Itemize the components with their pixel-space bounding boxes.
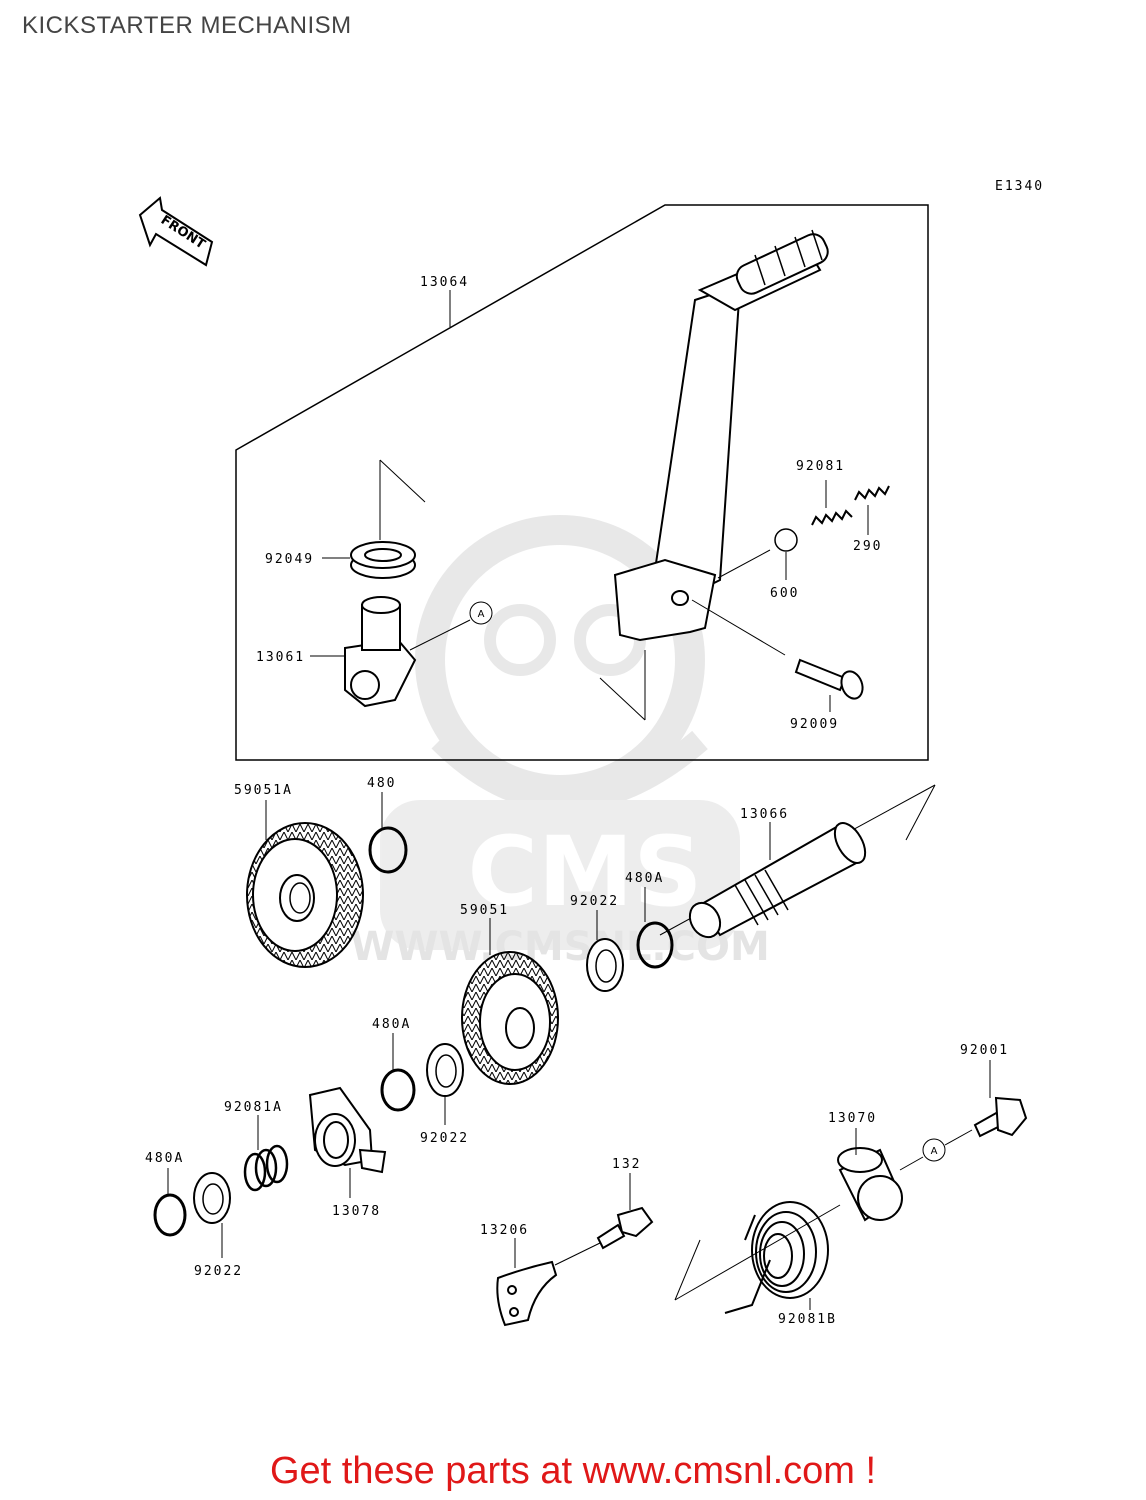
part-label-92081A[interactable]: 92081A — [224, 1100, 283, 1115]
part-label-92001[interactable]: 92001 — [960, 1043, 1009, 1058]
callout-a-bottom: A — [931, 1146, 938, 1157]
front-arrow-icon: FRONT — [138, 196, 214, 267]
part-label-13061[interactable]: 13061 — [256, 650, 305, 665]
gear-59051a — [246, 822, 364, 968]
washer-92049 — [350, 541, 416, 579]
watermark: CMS WWW.CMSNL.COM — [350, 515, 770, 970]
washer-92022-left — [193, 1172, 231, 1224]
part-label-92022-low[interactable]: 92022 — [420, 1131, 469, 1146]
part-label-13078[interactable]: 13078 — [332, 1204, 381, 1219]
part-label-600[interactable]: 600 — [770, 586, 799, 601]
bolt-132 — [596, 1206, 654, 1250]
ratchet-13078 — [308, 1086, 387, 1174]
part-label-92022-left[interactable]: 92022 — [194, 1264, 243, 1279]
watermark-brand: CMS — [467, 816, 702, 928]
part-label-480A-low[interactable]: 480A — [372, 1017, 411, 1032]
circlip-480a-low — [380, 1068, 416, 1112]
washer-92022-mid — [586, 938, 624, 992]
return-spring-92081b — [724, 1201, 829, 1314]
part-label-92081B[interactable]: 92081B — [778, 1312, 837, 1327]
diagram-code: E1340 — [995, 179, 1044, 194]
part-label-92081[interactable]: 92081 — [796, 459, 845, 474]
spring-92081a — [243, 1144, 289, 1192]
kick-shaft-13066 — [688, 822, 867, 939]
spring-290 — [854, 485, 890, 501]
part-label-132[interactable]: 132 — [612, 1157, 641, 1172]
part-label-13206[interactable]: 13206 — [480, 1223, 529, 1238]
part-label-59051A[interactable]: 59051A — [234, 783, 293, 798]
part-label-480-top[interactable]: 480 — [367, 776, 396, 791]
part-label-59051[interactable]: 59051 — [460, 903, 509, 918]
part-label-13066[interactable]: 13066 — [740, 807, 789, 822]
bolt-92001 — [973, 1096, 1028, 1138]
pedal-boss-13061 — [344, 596, 417, 708]
part-label-92049[interactable]: 92049 — [265, 552, 314, 567]
assembly-outline — [235, 204, 929, 761]
page-title: KICKSTARTER MECHANISM — [22, 12, 352, 39]
gear-59051 — [461, 951, 559, 1085]
callout-a-top: A — [478, 609, 485, 620]
circlip-480a-mid — [636, 921, 674, 969]
circlip-480 — [368, 826, 408, 874]
ball-600 — [774, 528, 798, 552]
spring-92081 — [811, 509, 853, 526]
collar-13070 — [837, 1147, 903, 1222]
part-label-290[interactable]: 290 — [853, 539, 882, 554]
part-label-92022-mid[interactable]: 92022 — [570, 894, 619, 909]
bolt-92009 — [794, 658, 864, 700]
circlip-480a-left — [153, 1193, 187, 1237]
part-label-92009[interactable]: 92009 — [790, 717, 839, 732]
promo-link[interactable]: Get these parts at www.cmsnl.com ! — [269, 1450, 877, 1492]
washer-92022-low — [426, 1043, 464, 1097]
part-label-13064[interactable]: 13064 — [420, 275, 469, 290]
kick-pedal-lever — [613, 229, 829, 642]
part-label-13070[interactable]: 13070 — [828, 1111, 877, 1126]
guide-plate-13206 — [496, 1260, 558, 1327]
part-label-480A-mid[interactable]: 480A — [625, 871, 664, 886]
part-label-480A-left[interactable]: 480A — [145, 1151, 184, 1166]
